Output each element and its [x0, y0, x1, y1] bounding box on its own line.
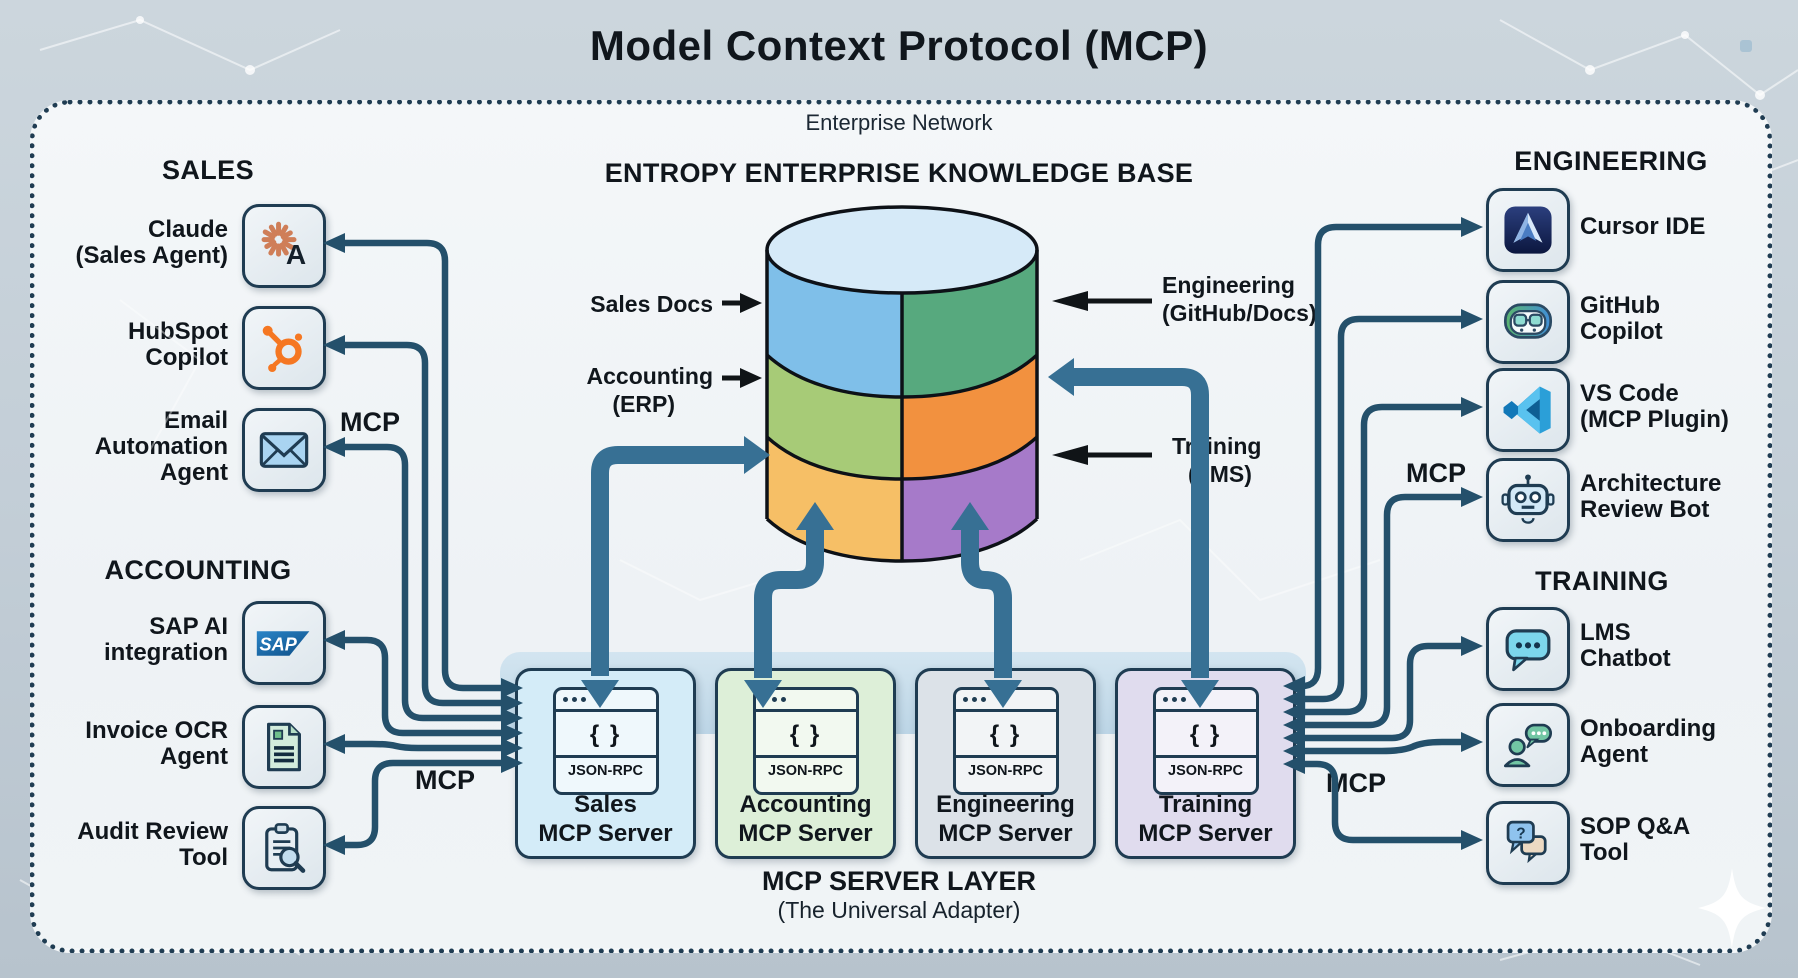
- cursor-agent-box: [1486, 188, 1570, 272]
- server-layer-subtitle: (The Universal Adapter): [777, 897, 1021, 923]
- claude-agent-box: A: [242, 204, 326, 288]
- enterprise-network-label: Enterprise Network: [805, 110, 993, 135]
- mcp-protocol-label-left-bottom: MCP: [415, 765, 475, 795]
- mcp-protocol-label-right-top: MCP: [1406, 458, 1466, 488]
- claude-icon: A: [261, 221, 306, 270]
- email-agent-box: [242, 408, 326, 492]
- sales-section-header: SALES: [161, 155, 255, 185]
- svg-text:SAP: SAP: [260, 634, 298, 654]
- invoice-agent-box: [242, 705, 326, 789]
- github-copilot-icon: [1503, 303, 1553, 339]
- mcp-protocol-label-right-bottom: MCP: [1326, 768, 1386, 798]
- sap-agent-box: SAP: [242, 601, 326, 685]
- training-section-header: TRAINING: [1535, 566, 1669, 596]
- svg-text:?: ?: [1516, 825, 1525, 842]
- cursor-ide-icon: [1504, 206, 1552, 254]
- accounting-section-header: ACCOUNTING: [104, 555, 292, 585]
- mcp-protocol-label-left-top: MCP: [340, 407, 400, 437]
- svg-text:A: A: [286, 239, 306, 270]
- json-rpc-window-icon: { } JSON-RPC: [952, 687, 1059, 795]
- json-rpc-window-icon: { } JSON-RPC: [752, 687, 859, 795]
- sap-icon: SAP: [256, 631, 310, 656]
- invoice-document-icon: [267, 722, 301, 772]
- audit-clipboard-icon: [265, 823, 306, 873]
- db-label-sales-docs: Sales Docs: [590, 291, 713, 317]
- knowledge-base-title: ENTROPY ENTERPRISE KNOWLEDGE BASE: [604, 158, 1194, 188]
- agent-label-vscode: VS Code(MCP Plugin): [1580, 380, 1729, 433]
- vscode-icon: [1503, 386, 1551, 434]
- db-label-accounting: Accounting (ERP): [586, 363, 714, 417]
- db-label-training: Training (LMS): [1172, 433, 1262, 487]
- server-layer-title: MCP SERVER LAYER: [761, 866, 1037, 896]
- onboarding-person-icon: [1503, 723, 1553, 768]
- vscode-agent-box: [1486, 368, 1570, 452]
- json-rpc-window-icon: { } JSON-RPC: [552, 687, 659, 795]
- sop-agent-box: ?: [1486, 801, 1570, 885]
- agent-label-cursor: Cursor IDE: [1580, 213, 1706, 240]
- email-icon: [259, 432, 309, 468]
- lms-chatbot-agent-box: [1486, 607, 1570, 691]
- arch-bot-agent-box: [1486, 458, 1570, 542]
- qa-bubbles-icon: ?: [1506, 820, 1547, 864]
- chat-bubble-icon: [1505, 629, 1551, 672]
- robot-icon: [1501, 474, 1555, 524]
- db-label-engineering: Engineering (GitHub/Docs): [1162, 272, 1317, 326]
- engineering-section-header: ENGINEERING: [1514, 146, 1708, 176]
- hubspot-icon: [262, 325, 303, 373]
- agent-label-claude: Claude(Sales Agent): [75, 216, 228, 269]
- github-copilot-agent-box: [1486, 280, 1570, 364]
- page-title: Model Context Protocol (MCP): [589, 22, 1209, 69]
- json-rpc-window-icon: { } JSON-RPC: [1152, 687, 1259, 795]
- audit-agent-box: [242, 806, 326, 890]
- hubspot-agent-box: [242, 306, 326, 390]
- onboarding-agent-box: [1486, 703, 1570, 787]
